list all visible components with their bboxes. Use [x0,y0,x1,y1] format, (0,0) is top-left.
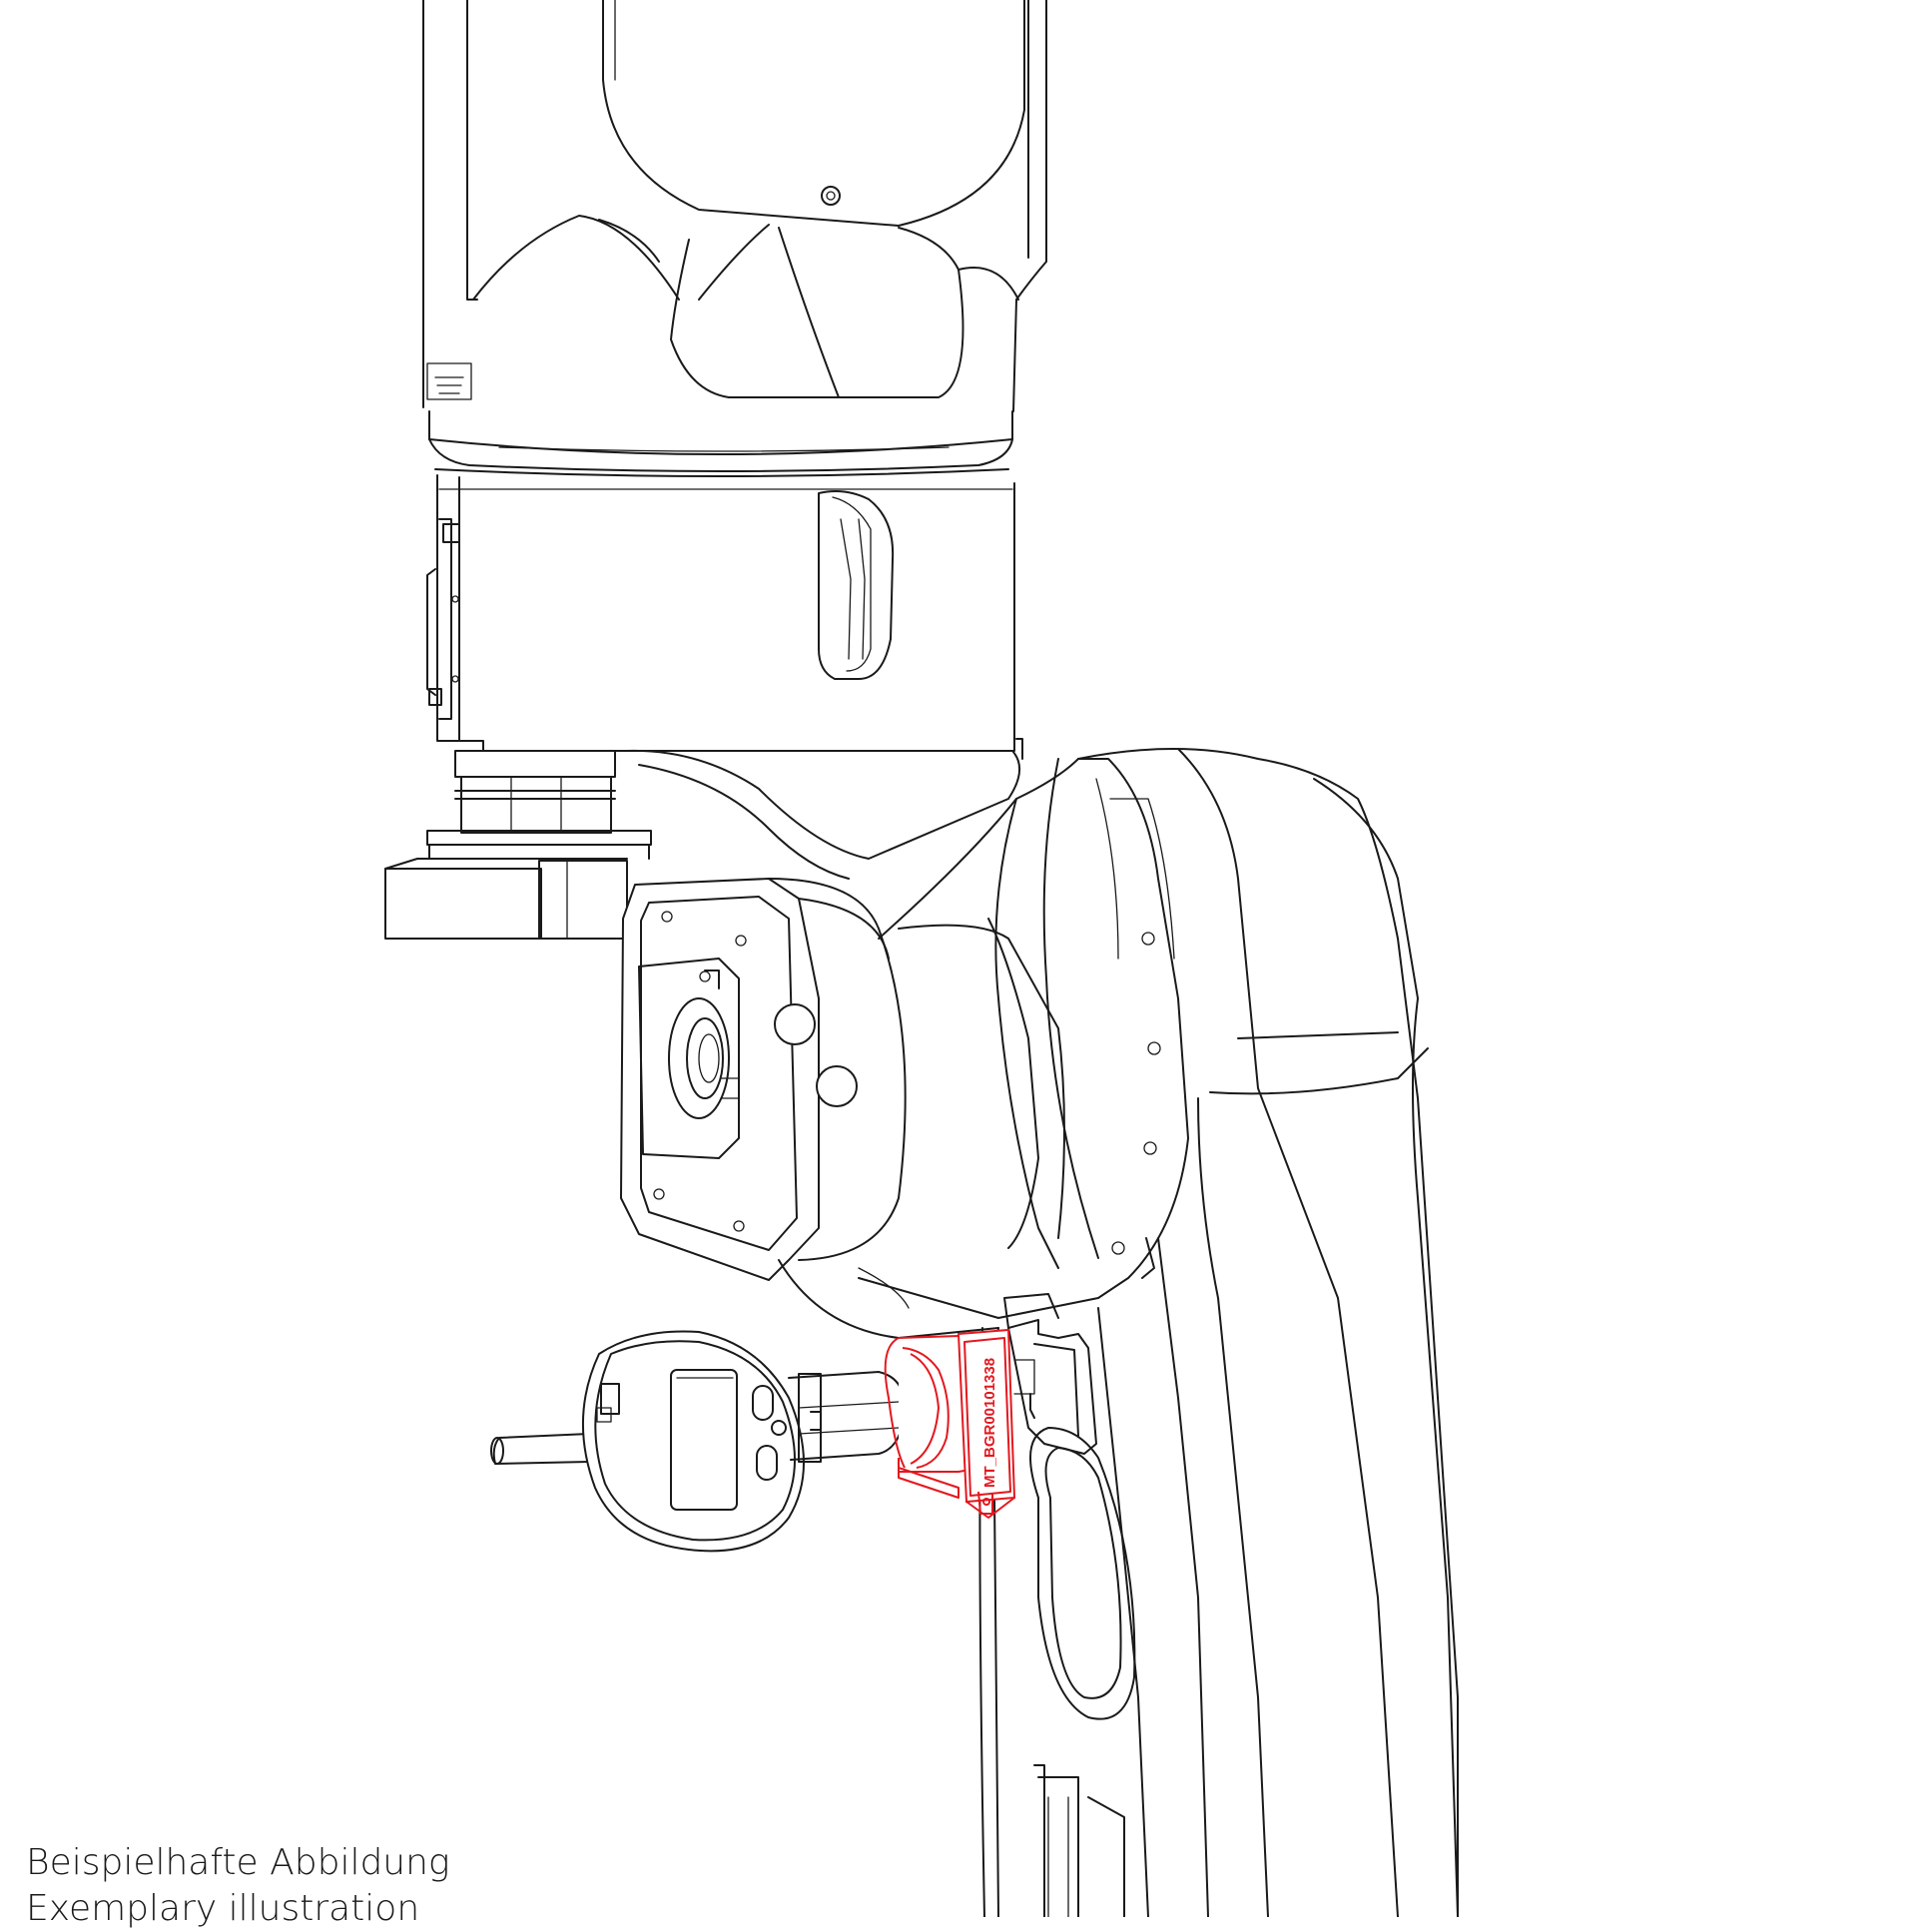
part-label: MT_BGR00101338 [981,1358,998,1488]
tool-flange-adapter [384,750,652,940]
elbow-fork [626,738,1023,880]
caption-english: Exemplary illustration [26,1888,420,1929]
square-tool-flange [620,878,999,1339]
elbow-joint [858,758,1189,1319]
wrist-housing [426,474,1015,752]
figure-caption: Beispielhafte Abbildung Exemplary illust… [26,1840,450,1932]
clamp-bracket [1003,1293,1097,1455]
dial-gauge [490,1330,906,1553]
upper-arm-link [422,0,1047,412]
highlighted-gauge-holder: MT_BGR00101338 [884,1328,1016,1519]
lower-arm-link [978,748,1459,1917]
joint-ring [428,410,1013,477]
caption-german: Beispielhafte Abbildung [26,1842,450,1883]
